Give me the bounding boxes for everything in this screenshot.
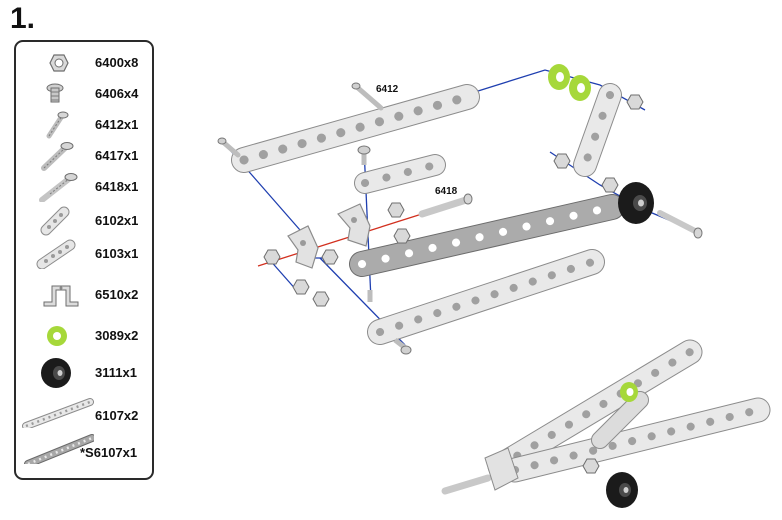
hex-nut-icon <box>49 54 69 72</box>
short-screw-icon <box>46 83 64 103</box>
part-row-long-strip-dark: *S6107x1 <box>16 434 156 464</box>
part-code-long-strip-dark: *S6107x1 <box>80 445 138 460</box>
wheel-icon <box>41 358 71 388</box>
assembled-result <box>441 339 771 508</box>
part-row-green-washer: 3089x2 <box>16 321 156 351</box>
part-row-short-screw: 6406x4 <box>16 79 156 109</box>
part-code-wheel: 3111x1 <box>95 365 137 380</box>
long-strip-icon <box>22 398 94 428</box>
part-row-screw: 6412x1 <box>16 110 156 140</box>
green-washer-icon <box>47 326 67 346</box>
bracket-icon <box>43 285 79 307</box>
part-row-bracket: 6510x2 <box>16 280 156 310</box>
part-code-screw: 6412x1 <box>95 117 139 132</box>
assembly-right-strip <box>573 83 622 177</box>
assembly-dark-long-strip <box>349 194 625 277</box>
part-row-long-strip: 6107x2 <box>16 398 156 428</box>
assembly-wheel <box>618 182 654 224</box>
part-row-strip: 6103x1 <box>16 239 156 269</box>
part-code-long-screw: 6417x1 <box>95 148 139 163</box>
part-code-short-strip: 6102x1 <box>95 213 139 228</box>
part-code-hex-nut: 6400x8 <box>95 55 139 70</box>
short-strip-icon <box>40 206 70 236</box>
axle-screw-icon <box>39 173 78 202</box>
assembly-green-washers <box>548 64 591 101</box>
assembly-bracket-left <box>287 225 319 269</box>
long-screw-icon <box>41 142 74 171</box>
part-row-wheel: 3111x1 <box>16 358 156 388</box>
part-code-bracket: 6510x2 <box>95 287 139 302</box>
part-row-hex-nut: 6400x8 <box>16 48 156 78</box>
part-code-long-strip: 6107x2 <box>95 408 139 423</box>
part-row-long-screw: 6417x1 <box>16 141 156 171</box>
assembly-bottom-long-strip <box>367 249 605 345</box>
part-row-axle-screw: 6418x1 <box>16 172 156 202</box>
part-row-short-strip: 6102x1 <box>16 206 156 236</box>
assembly-screws <box>217 82 703 355</box>
assembly-nuts <box>263 94 644 307</box>
callout-axle: 6418 <box>435 186 458 197</box>
part-code-strip: 6103x1 <box>95 246 139 261</box>
assembly-top-long-strip <box>231 84 480 173</box>
part-code-green-washer: 3089x2 <box>95 328 139 343</box>
long-strip-dark-icon <box>24 434 94 464</box>
part-code-axle-screw: 6418x1 <box>95 179 139 194</box>
screw-icon <box>46 111 69 139</box>
step-number: 1. <box>10 2 36 35</box>
strip-icon <box>36 239 76 269</box>
parts-list-box: 6400x8 6406x4 6412x1 6417x1 <box>14 40 154 480</box>
assembly-bracket-right <box>337 203 371 247</box>
assembly-short-strip <box>354 154 446 194</box>
callout-screw-top: 6412 <box>376 84 399 95</box>
part-code-short-screw: 6406x4 <box>95 86 139 101</box>
